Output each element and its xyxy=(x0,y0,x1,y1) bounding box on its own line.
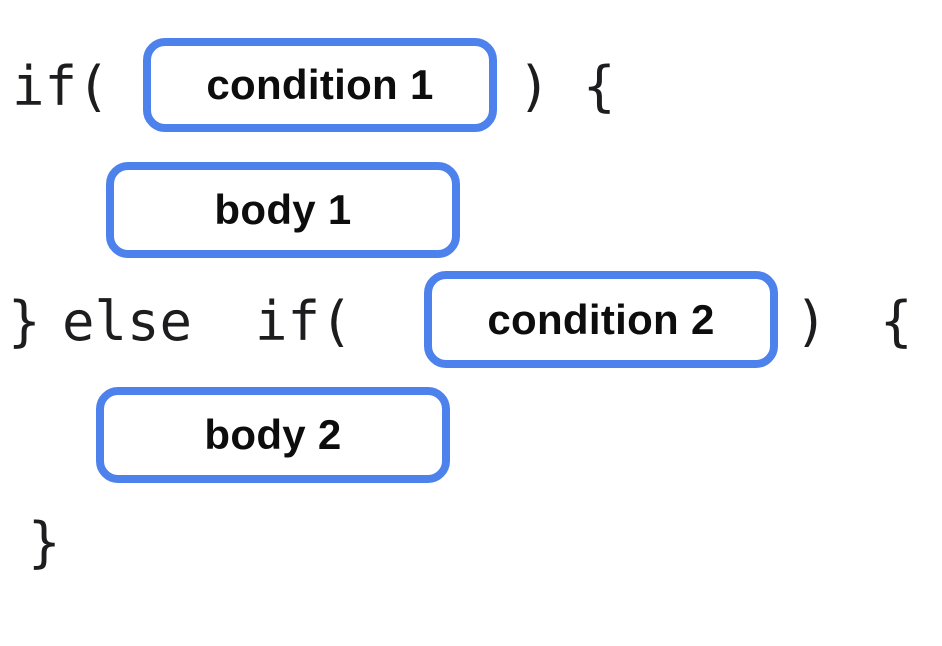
code-if-keyword: if( xyxy=(12,55,110,118)
condition2-label: condition 2 xyxy=(487,295,715,343)
body2-label: body 2 xyxy=(204,411,342,458)
body1-slot-box: body 1 xyxy=(106,162,460,258)
body2-slot-box: body 2 xyxy=(96,387,450,483)
condition1-label: condition 1 xyxy=(206,61,434,108)
code-elseif-if-keyword: if( xyxy=(255,290,353,353)
code-open-brace: { xyxy=(880,290,913,353)
code-close-brace: } xyxy=(8,290,41,353)
code-close-paren-open-brace: ) { xyxy=(518,55,616,118)
condition1-slot-box: condition 1 xyxy=(143,38,497,132)
code-final-close-brace: } xyxy=(28,511,61,574)
code-else-keyword: else xyxy=(62,290,193,353)
condition2-slot-box: condition 2 xyxy=(424,271,778,368)
code-close-paren: ) xyxy=(795,290,828,353)
body1-label: body 1 xyxy=(214,186,352,233)
